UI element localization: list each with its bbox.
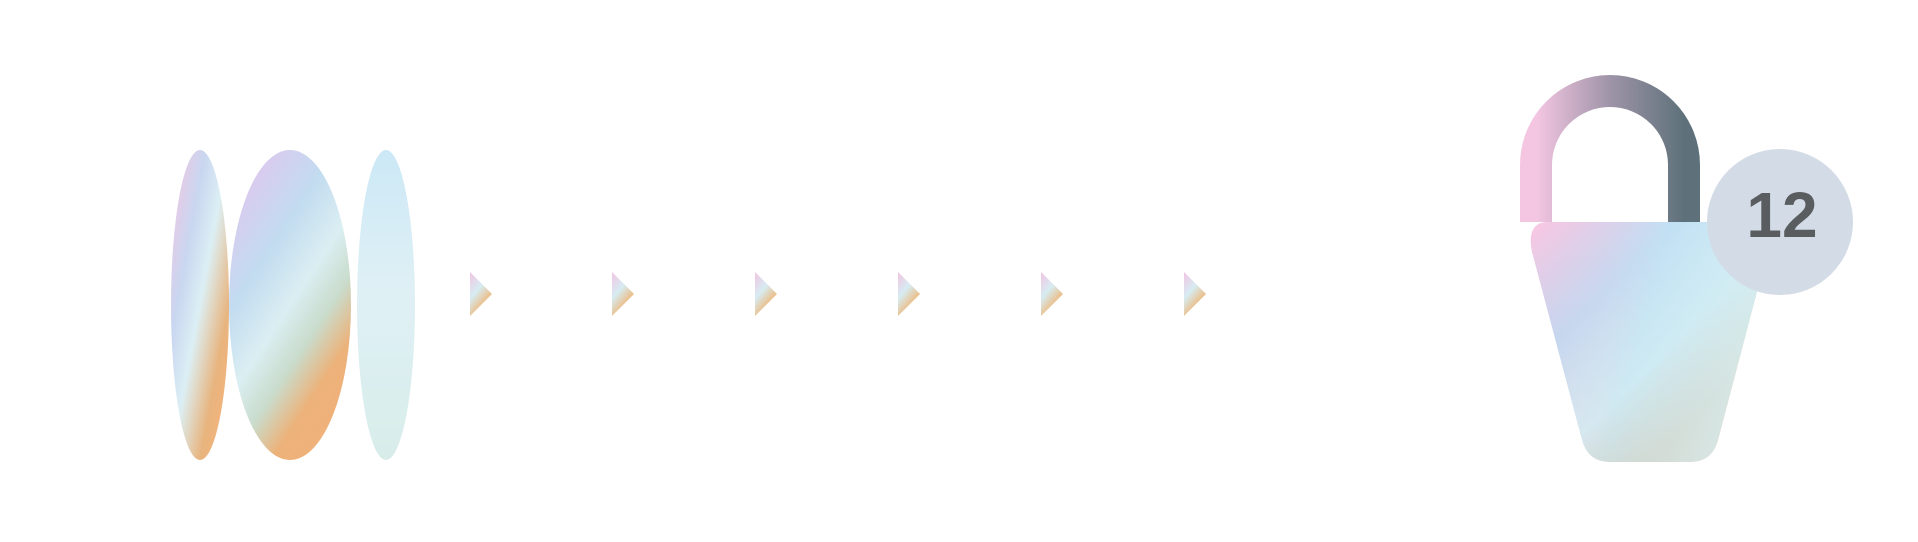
ellipses-cluster-icon <box>171 150 415 460</box>
lock-shackle <box>1520 75 1700 222</box>
arrow-chain-icon <box>470 272 1210 316</box>
right-ellipse <box>357 150 415 460</box>
arrowhead <box>755 272 777 316</box>
count-badge-icon: 12 <box>1707 149 1853 295</box>
badge-circle <box>1707 149 1853 295</box>
arrowhead <box>1184 272 1206 316</box>
badge-count: 12 <box>1746 179 1817 251</box>
middle-ellipse <box>229 150 351 460</box>
arrowhead <box>612 272 634 316</box>
arrowhead <box>470 272 492 316</box>
arrowhead <box>898 272 920 316</box>
arrowhead <box>1041 272 1063 316</box>
left-ellipse <box>171 150 229 460</box>
locked-bag-icon <box>1520 75 1770 462</box>
bag-overlay <box>1530 222 1770 462</box>
